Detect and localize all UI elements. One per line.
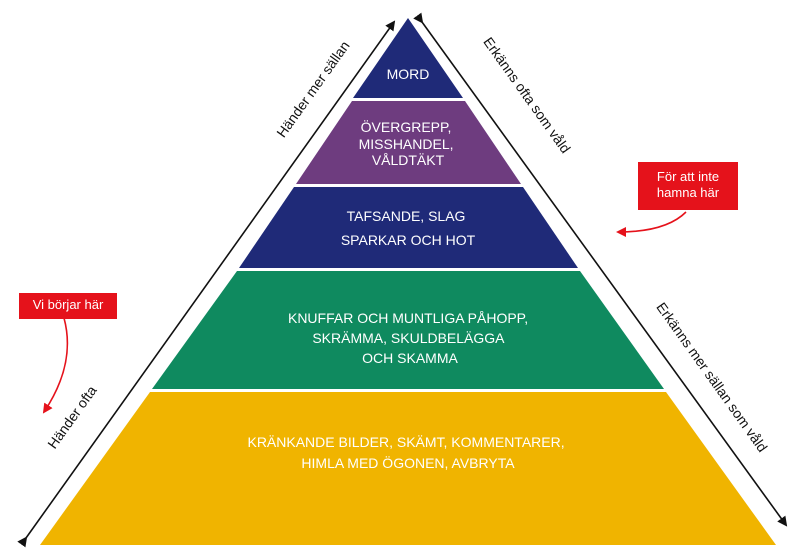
left-axis-bottom-label: Händer ofta [44, 383, 100, 452]
layer-4-line-3: OCH SKAMMA [362, 350, 458, 366]
left-callout-arrow [42, 317, 69, 414]
callout-start-here-line-1: Vi börjar här [32, 297, 104, 312]
layer-2-label: ÖVERGREPP, MISSHANDEL, VÅLDTÄKT [359, 118, 458, 168]
layer-3-shape [239, 187, 578, 268]
right-axis-top-label: Erkänns ofta som våld [480, 34, 573, 156]
left-axis-arrow [17, 20, 396, 548]
layer-1: MORD [353, 18, 463, 98]
layer-4-line-1: KNUFFAR OCH MUNTLIGA PÅHOPP, [288, 310, 528, 326]
layer-1-label: MORD [387, 66, 430, 82]
layer-4-line-2: SKRÄMMA, SKULDBELÄGGA [312, 330, 505, 346]
layer-2-line-2: MISSHANDEL, [359, 136, 454, 152]
callout-start-here: Vi börjar här [19, 293, 117, 319]
callout-avoid-here: För att inte hamna här [638, 162, 738, 210]
layer-5-line-2: HIMLA MED ÖGONEN, AVBRYTA [301, 454, 515, 471]
layer-3-line-1: TAFSANDE, SLAG [347, 208, 466, 224]
layer-1-shape [353, 18, 463, 98]
layer-5-line-1: KRÄNKANDE BILDER, SKÄMT, KOMMENTARER, [247, 434, 564, 450]
right-axis-arrow [413, 12, 788, 527]
layer-1-line-1: MORD [387, 66, 430, 82]
callout-avoid-here-line-1: För att inte [656, 169, 720, 184]
layer-2-line-3: VÅLDTÄKT [372, 152, 445, 168]
layer-3: TAFSANDE, SLAG SPARKAR OCH HOT [239, 187, 578, 268]
layer-2-line-1: ÖVERGREPP, [361, 118, 452, 135]
layer-3-line-2: SPARKAR OCH HOT [341, 232, 476, 248]
layer-5: KRÄNKANDE BILDER, SKÄMT, KOMMENTARER, HI… [40, 392, 776, 545]
right-callout-arrow [616, 211, 687, 237]
pyramid: MORD ÖVERGREPP, MISSHANDEL, VÅLDTÄKT TAF… [40, 18, 776, 545]
callout-avoid-here-line-2: hamna här [656, 185, 720, 200]
layer-4: KNUFFAR OCH MUNTLIGA PÅHOPP, SKRÄMMA, SK… [152, 271, 664, 389]
